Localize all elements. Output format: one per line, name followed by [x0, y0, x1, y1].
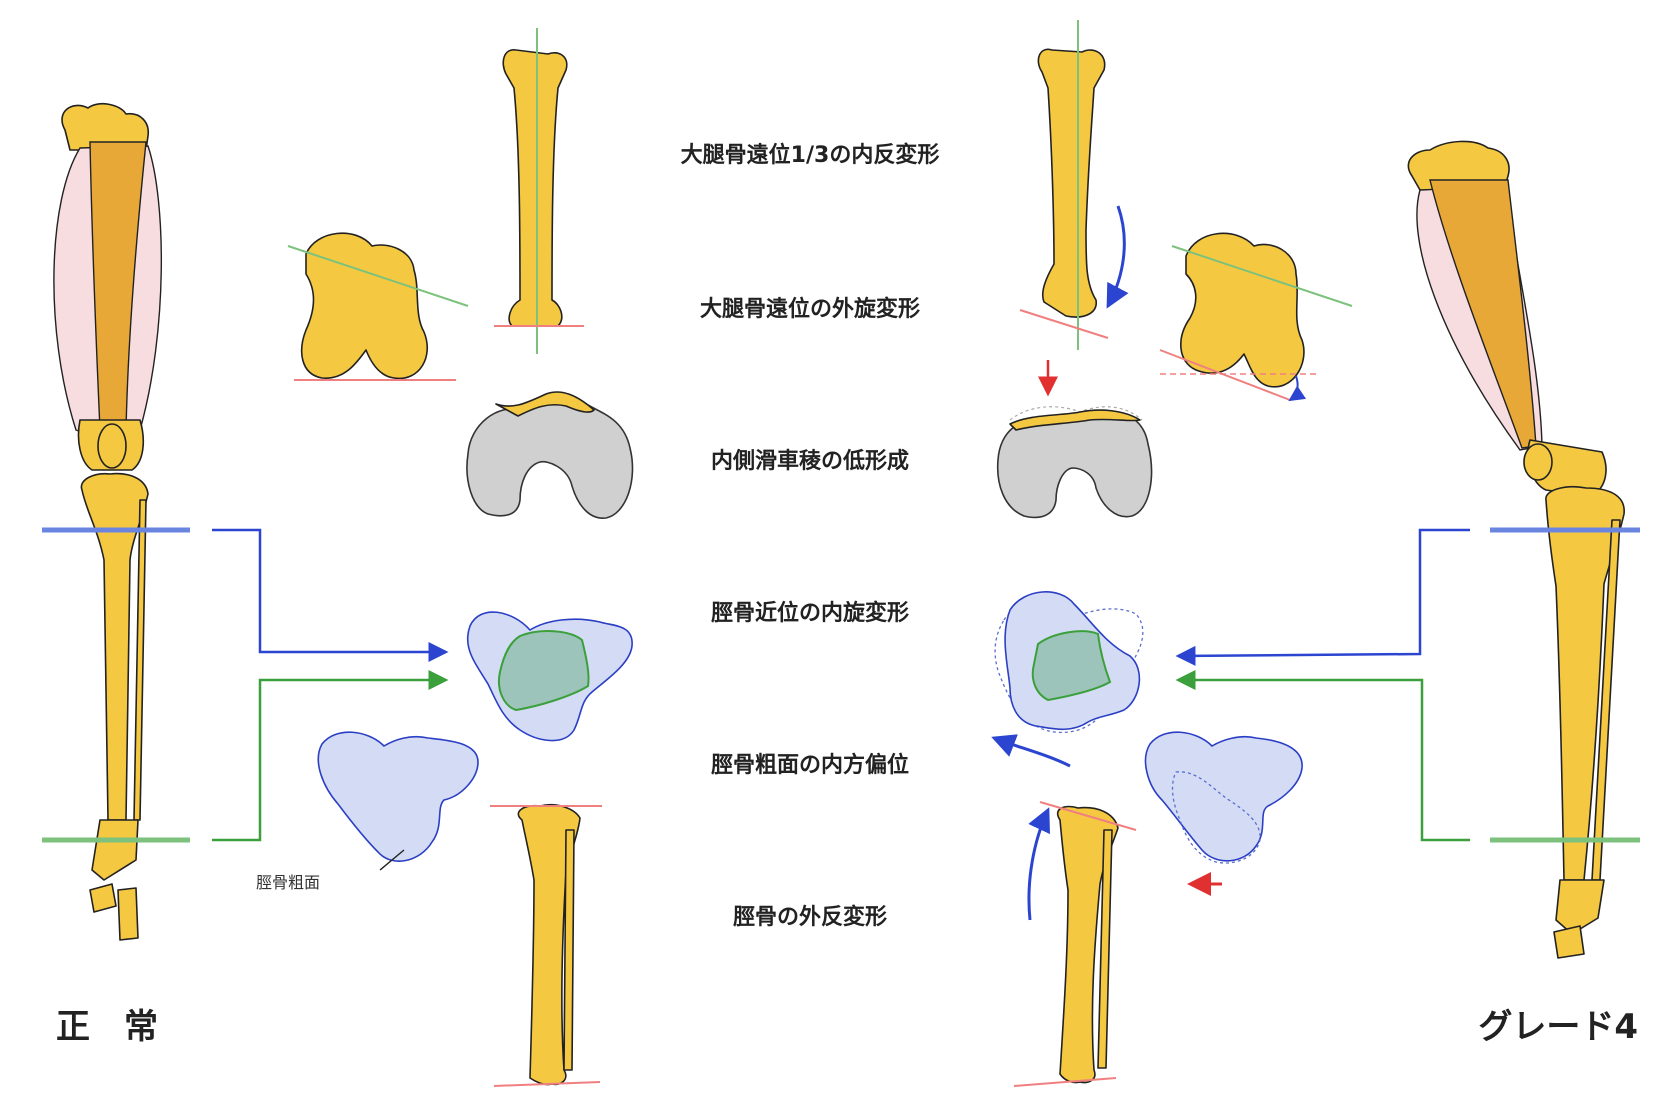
grade4-trochlea: [996, 360, 1153, 519]
grade4-tibia-section: [991, 591, 1144, 768]
normal-toe: [89, 883, 117, 913]
normal-trochlea: [466, 391, 634, 519]
normal-tibia-distal-line: [493, 1081, 601, 1087]
grade4-title: グレード4: [1478, 1007, 1638, 1047]
normal-fibula: [133, 499, 147, 821]
label-tuberosity-medialization: 脛骨粗面の内方偏位: [711, 752, 909, 778]
normal-toe-2: [117, 887, 139, 941]
grade4-femur-distal-line: [1159, 349, 1291, 401]
grade4-green-connector: [1175, 670, 1470, 842]
grade4-tibia-plateau-line: [1039, 801, 1137, 831]
grade4-patella: [1523, 443, 1553, 481]
grade4-blue-connector: [1175, 528, 1470, 666]
grade4-toe: [1553, 925, 1585, 959]
normal-femur-rotation-axis: [287, 245, 469, 307]
grade4-femur-rotation-arrow: [1288, 375, 1307, 402]
normal-femur-distal: [287, 232, 469, 381]
normal-green-connector: [212, 670, 449, 842]
grade4-fibula-front: [1097, 829, 1113, 1069]
normal-patella: [97, 423, 127, 469]
label-femur-varus: 大腿骨遠位1/3の内反変形: [681, 142, 940, 168]
normal-title: 正 常: [56, 1007, 158, 1047]
normal-tuberosity-section: 脛骨粗面: [256, 731, 479, 892]
grade4-tibia-front: [1013, 801, 1137, 1087]
label-column: 大腿骨遠位1/3の内反変形 大腿骨遠位の外旋変形 内側滑車稜の低形成 脛骨近位の…: [681, 142, 940, 930]
grade4-foot: [1555, 879, 1605, 935]
normal-tibia-distal-section: [498, 630, 590, 712]
grade4-tibia-distal-line: [1013, 1077, 1117, 1087]
grade4-trochlea-cartilage: [1009, 409, 1141, 431]
label-tibia-valgus: 脛骨の外反変形: [733, 904, 887, 930]
label-femur-external-rotation: 大腿骨遠位の外旋変形: [700, 296, 920, 322]
grade4-tibia-rotation-arrow: [991, 734, 1071, 768]
normal-limb: [42, 102, 449, 941]
grade4-femur-rotation-axis: [1171, 245, 1353, 307]
grade4-femur-front: [1019, 20, 1129, 350]
label-tibia-internal-rotation: 脛骨近位の内旋変形: [711, 600, 909, 626]
normal-foot: [91, 819, 139, 881]
normal-tibia-section: [466, 611, 633, 742]
label-trochlear-hypoplasia: 内側滑車稜の低形成: [711, 448, 909, 474]
grade4-femur-condyle-line: [1019, 309, 1109, 339]
grade4-femur-distal: [1159, 232, 1353, 402]
grade4-tuberosity-section: [1144, 731, 1303, 896]
grade4-femur-head: [1407, 140, 1510, 191]
tuberosity-pointer: [379, 849, 405, 871]
normal-tibia-front: [490, 803, 602, 1087]
grade4-tibia-valgus-arrow: [1027, 807, 1051, 921]
normal-femur-head: [61, 102, 150, 151]
grade4-tibia: [1545, 485, 1625, 881]
rotation-arrow-icon: [1106, 205, 1129, 309]
normal-trochlea-cartilage: [495, 391, 595, 417]
tuberosity-label: 脛骨粗面: [256, 873, 320, 892]
grade4-limb: [1175, 140, 1640, 959]
normal-femur-front: [494, 28, 584, 354]
grade4-tibia-distal-section: [1031, 630, 1112, 702]
normal-blue-connector: [212, 528, 449, 662]
normal-fibula-front: [563, 829, 575, 1071]
